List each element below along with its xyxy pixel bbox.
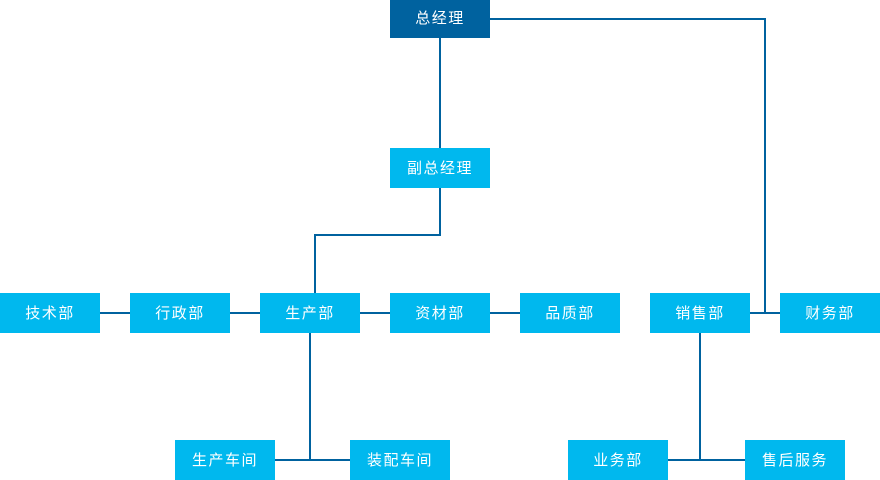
node-label-technology-department: 技术部 [25,304,75,322]
node-after-sales-service[interactable]: 售后服务 [745,440,845,480]
node-quality-department[interactable]: 品质部 [520,293,620,333]
node-production-department[interactable]: 生产部 [260,293,360,333]
node-label-quality-department: 品质部 [545,304,595,322]
node-label-materials-department: 资材部 [415,304,465,322]
node-label-production-department: 生产部 [285,304,335,322]
node-deputy-general-manager[interactable]: 副总经理 [390,148,490,188]
connector-gm-right-to-sales-trunk [490,18,766,313]
node-assembly-workshop[interactable]: 装配车间 [350,440,450,480]
node-administration-department[interactable]: 行政部 [130,293,230,333]
node-label-after-sales-service: 售后服务 [761,451,828,469]
node-finance-department[interactable]: 财务部 [780,293,880,333]
node-label-production-workshop: 生产车间 [191,451,258,469]
node-general-manager[interactable]: 总经理 [390,0,490,38]
node-technology-department[interactable]: 技术部 [0,293,100,333]
node-production-workshop[interactable]: 生产车间 [175,440,275,480]
node-business-department[interactable]: 业务部 [568,440,668,480]
node-sales-department[interactable]: 销售部 [650,293,750,333]
node-label-administration-department: 行政部 [155,304,205,322]
node-label-general-manager: 总经理 [415,9,465,27]
node-label-finance-department: 财务部 [805,304,855,322]
node-label-business-department: 业务部 [593,451,643,469]
node-label-deputy-general-manager: 副总经理 [406,159,473,177]
node-label-assembly-workshop: 装配车间 [366,451,433,469]
node-materials-department[interactable]: 资材部 [390,293,490,333]
node-label-sales-department: 销售部 [675,304,725,322]
connector-deputy-to-production-elbow [314,188,441,293]
